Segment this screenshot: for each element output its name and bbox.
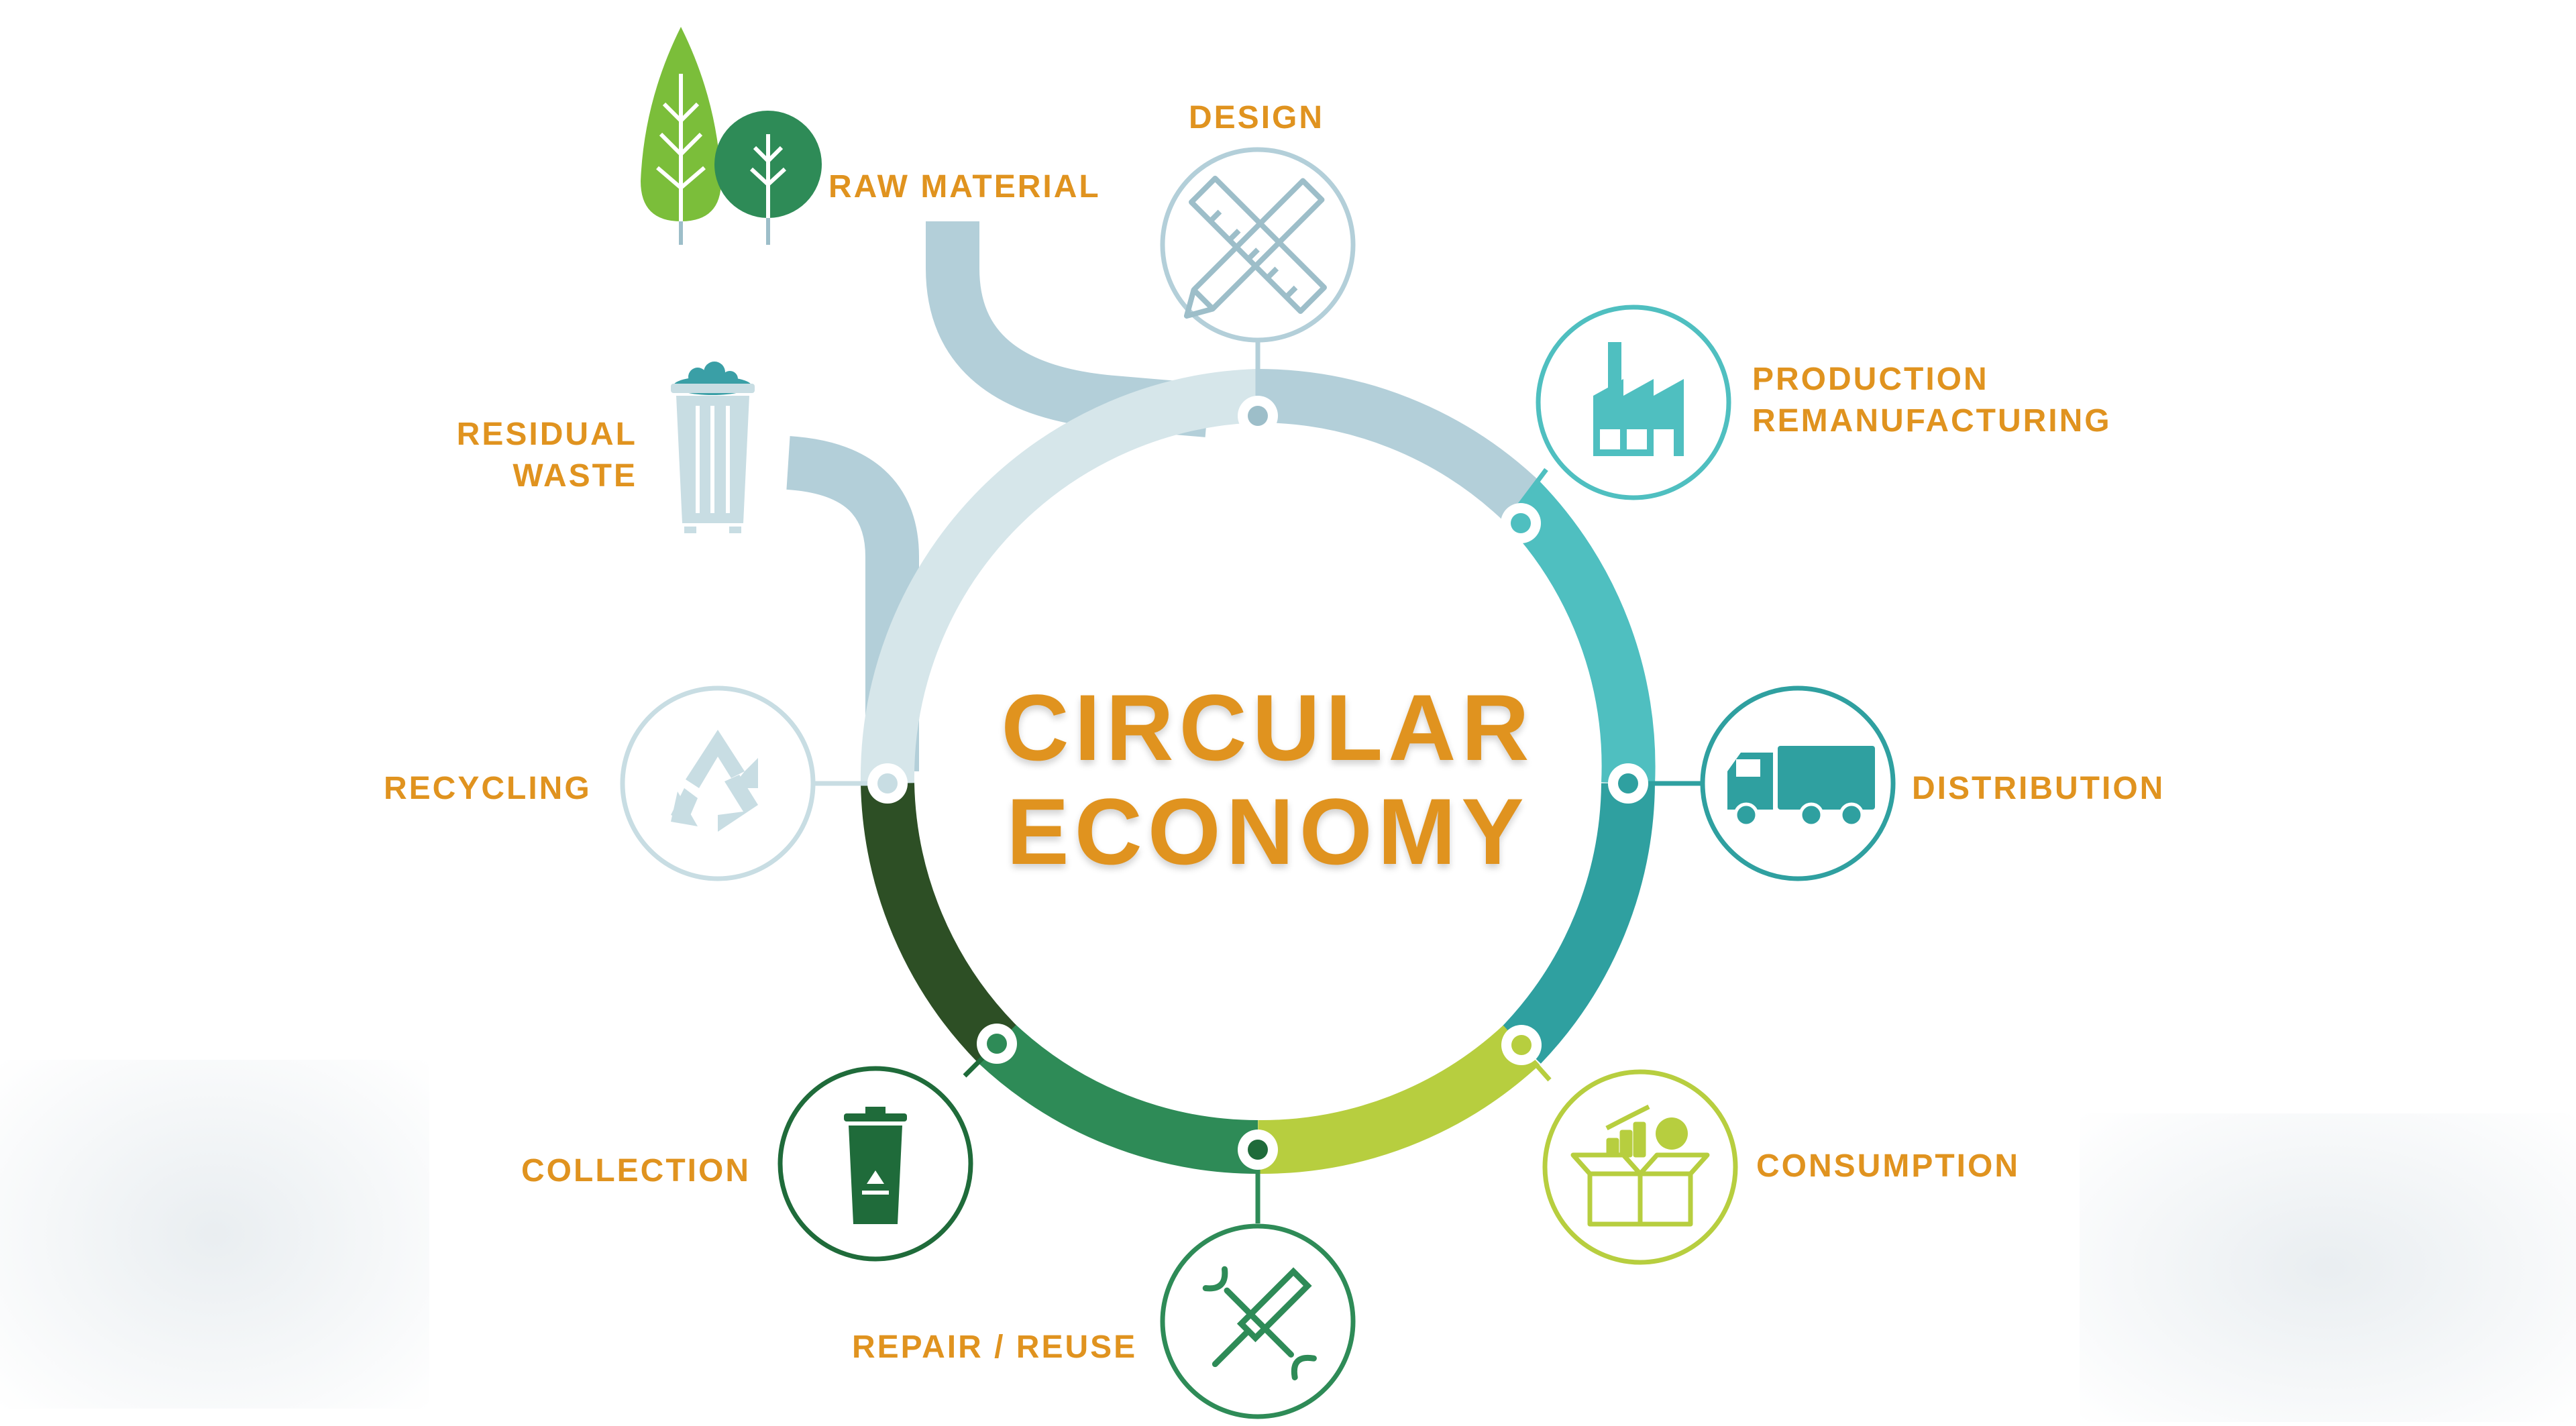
trees-icon [641, 27, 822, 245]
ring-nodes [867, 396, 1648, 1170]
residual-waste-branch [786, 436, 919, 771]
label-consumption: CONSUMPTION [1756, 1148, 2020, 1184]
ring-segment-recycling-to-design [860, 369, 1259, 784]
ring-segment-recycling [861, 782, 1016, 1063]
title-circular: CIRCULAR [1001, 675, 1535, 780]
factory-icon [1593, 342, 1684, 456]
ring-segment-design [1257, 369, 1540, 520]
trash-can-icon [671, 362, 755, 533]
recycle-icon [671, 730, 758, 832]
design-circle [1160, 147, 1356, 343]
label-remanufacturing: REMANUFACTURING [1752, 403, 2112, 439]
recycling-bin-icon [844, 1107, 907, 1224]
consumption-circle [1542, 1069, 1738, 1265]
label-residual: RESIDUAL [456, 417, 637, 452]
ring-segment-distribution [1501, 783, 1655, 1064]
ring-segment-consumption [1257, 1025, 1540, 1174]
recycling-circle [620, 685, 816, 881]
raw-material-branch [926, 221, 1210, 437]
title-economy: ECONOMY [1006, 779, 1529, 884]
ring-segment-production [1501, 482, 1656, 785]
svg-text:$: $ [1666, 1122, 1678, 1146]
truck-icon [1727, 746, 1875, 828]
pencil-ruler-icon [1183, 176, 1327, 319]
label-design: DESIGN [1189, 100, 1325, 135]
label-waste: WASTE [513, 458, 637, 494]
label-distribution: DISTRIBUTION [1912, 771, 2165, 806]
wrench-screwdriver-icon [1202, 1266, 1317, 1380]
label-recycling: RECYCLING [384, 771, 592, 806]
label-repair-reuse: REPAIR / REUSE [852, 1329, 1138, 1365]
label-production: PRODUCTION [1752, 362, 1989, 397]
background-smudge-right [2080, 1113, 2576, 1422]
background-smudge-left [0, 1060, 429, 1409]
box-chart-icon: $ [1570, 1104, 1710, 1227]
ring-segment-repair [978, 1024, 1258, 1174]
label-collection: COLLECTION [521, 1153, 751, 1189]
label-raw-material: RAW MATERIAL [828, 169, 1101, 205]
